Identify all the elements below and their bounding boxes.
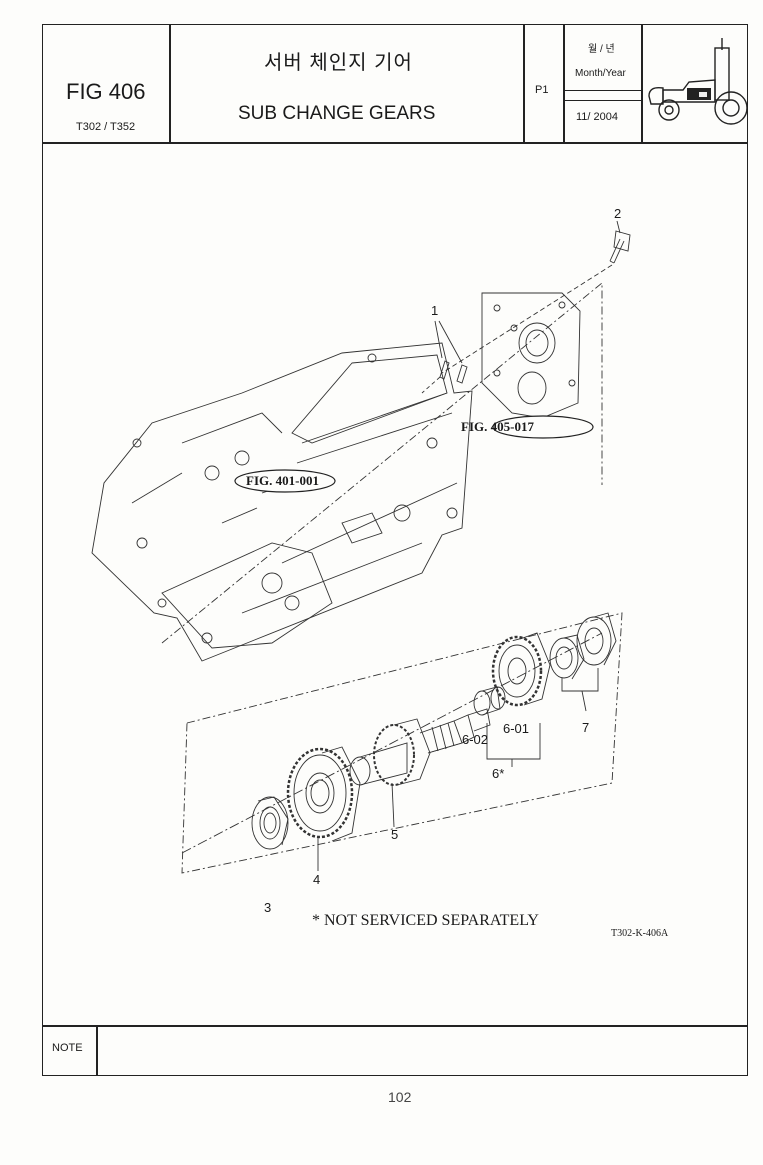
title-english: SUB CHANGE GEARS bbox=[238, 103, 436, 124]
drawing-code: T302-K-406A bbox=[611, 928, 669, 939]
cover-plate bbox=[481, 292, 581, 419]
footnote: * NOT SERVICED SEPARATELY bbox=[312, 912, 539, 929]
model-number: T302 / T352 bbox=[76, 121, 136, 133]
callout-5: 5 bbox=[391, 827, 399, 842]
tractor-icon bbox=[648, 38, 747, 125]
title-korean: 서버 체인지 기어 bbox=[264, 52, 413, 74]
date-value: 11/ 2004 bbox=[576, 111, 619, 123]
note-divider bbox=[96, 1025, 98, 1076]
callout-6-01: 6-01 bbox=[503, 721, 530, 736]
bolt-part-2 bbox=[441, 230, 631, 374]
lower-boundary bbox=[181, 612, 623, 874]
fig-405-ref: FIG. 405-017 bbox=[461, 419, 534, 434]
callout-1: 1 bbox=[431, 303, 439, 318]
shaft-part-5 bbox=[349, 708, 491, 786]
gear-part-6-01 bbox=[491, 632, 551, 707]
fig-405-ref-oval bbox=[492, 415, 594, 439]
date-label-english: Month/Year bbox=[575, 68, 626, 79]
header-divider-3 bbox=[563, 24, 565, 142]
fig-number: FIG 406 bbox=[66, 79, 146, 104]
callout-6-02: 6-02 bbox=[462, 732, 489, 747]
bearings-part-7 bbox=[549, 612, 617, 680]
header-divider-1 bbox=[169, 24, 171, 142]
note-label: NOTE bbox=[52, 1042, 83, 1054]
exploded-diagram bbox=[91, 220, 631, 874]
callout-2: 2 bbox=[614, 206, 622, 221]
callout-3: 3 bbox=[264, 900, 272, 915]
collar-part-6-02 bbox=[473, 686, 506, 716]
callout-7: 7 bbox=[582, 720, 590, 735]
fig-401-ref-oval bbox=[234, 469, 336, 493]
header-divider-4 bbox=[641, 24, 643, 142]
note-top-line bbox=[42, 1025, 748, 1027]
header-divider-2 bbox=[523, 24, 525, 142]
fig-401-ref: FIG. 401-001 bbox=[246, 473, 319, 488]
page-frame bbox=[42, 24, 748, 1076]
date-label-korean: 월 / 년 bbox=[588, 44, 615, 55]
dowel-pins-part-1 bbox=[421, 360, 468, 394]
header-bottom-line bbox=[42, 142, 748, 144]
callout-6: 6* bbox=[492, 766, 505, 781]
date-cell-line-2 bbox=[563, 100, 641, 101]
page-number: 102 bbox=[388, 1089, 412, 1105]
date-cell-line-1 bbox=[563, 90, 641, 91]
page-code: P1 bbox=[535, 84, 549, 96]
transmission-housing bbox=[91, 342, 473, 662]
bearing-part-3 bbox=[251, 796, 289, 850]
callout-4: 4 bbox=[313, 872, 321, 887]
gear-part-4 bbox=[286, 746, 361, 842]
